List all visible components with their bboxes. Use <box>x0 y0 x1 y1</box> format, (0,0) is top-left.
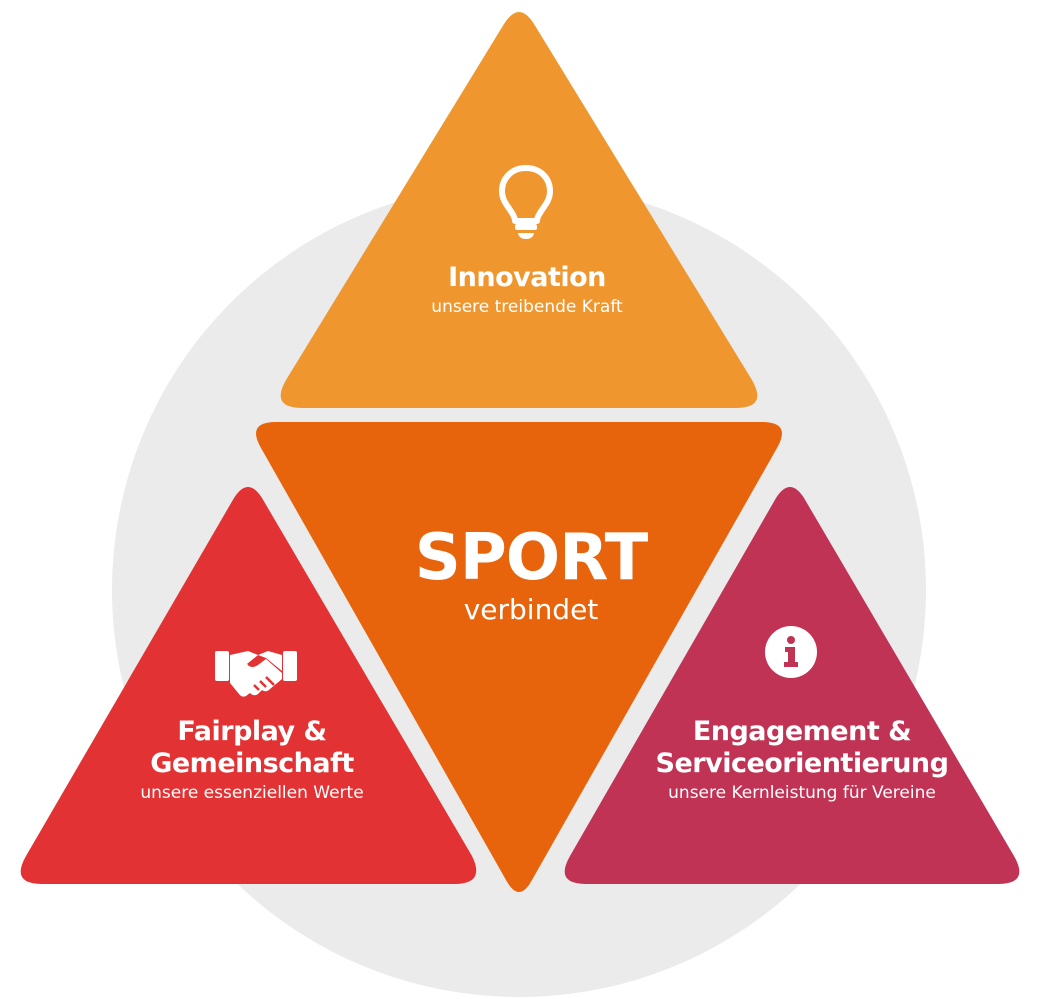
engagement-label-group: Engagement & Serviceorientierung unsere … <box>656 716 949 804</box>
sport-label-group: SPORT verbindet <box>414 521 648 627</box>
handshake-icon <box>215 651 297 697</box>
innovation-triangle <box>280 12 758 408</box>
fairplay-label-group: Fairplay & Gemeinschaft unsere essenziel… <box>140 716 363 804</box>
lightbulb-icon <box>499 165 553 239</box>
info-icon <box>765 626 817 678</box>
sport-title: SPORT <box>414 521 648 595</box>
engagement-triangle <box>564 487 1020 884</box>
innovation-label-group: Innovation unsere treibende Kraft <box>431 262 622 318</box>
fairplay-title-line1: Fairplay & <box>177 716 327 747</box>
fairplay-title-line2: Gemeinschaft <box>150 748 354 779</box>
sport-triangle <box>256 422 782 892</box>
innovation-subtitle: unsere treibende Kraft <box>431 297 623 317</box>
fairplay-subtitle: unsere essenziellen Werte <box>140 783 364 803</box>
engagement-title-line1: Engagement & <box>692 716 912 747</box>
engagement-subtitle: unsere Kernleistung für Vereine <box>668 783 936 803</box>
engagement-title-line2: Serviceorientierung <box>655 748 949 779</box>
innovation-title: Innovation <box>448 262 606 293</box>
sport-subtitle: verbindet <box>463 593 599 626</box>
